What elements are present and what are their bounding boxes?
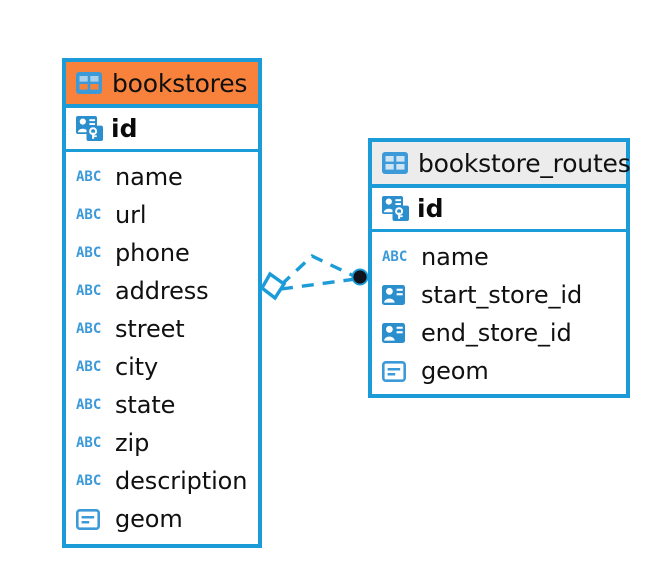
field-row-start-store-id[interactable]: start_store_id [372, 276, 626, 314]
entity-header-bookstores[interactable]: bookstores [66, 62, 258, 108]
field-row-phone[interactable]: ABC phone [66, 234, 258, 272]
text-abc-icon: ABC [76, 169, 102, 185]
text-abc-icon: ABC [382, 249, 408, 265]
field-row-geom[interactable]: geom [66, 500, 258, 538]
primary-key-icon [382, 196, 409, 221]
relationship-target-dot-icon [351, 268, 369, 286]
table-icon [382, 152, 408, 174]
entity-header-bookstore-routes[interactable]: bookstore_routes [372, 142, 631, 188]
field-row-name[interactable]: ABC name [372, 238, 626, 276]
entity-table-bookstore-routes[interactable]: bookstore_routes id ABC [368, 138, 631, 398]
entity-title-bookstore-routes: bookstore_routes [418, 148, 631, 178]
field-row-address[interactable]: ABC address [66, 272, 258, 310]
field-row-street[interactable]: ABC street [66, 310, 258, 348]
field-label-geom: geom [115, 505, 183, 533]
geometry-icon [76, 508, 106, 530]
field-row-geom[interactable]: geom [372, 352, 626, 390]
text-abc-icon: ABC [76, 359, 102, 375]
text-abc-icon: ABC [76, 207, 102, 223]
field-label-name: name [115, 163, 183, 191]
text-abc-icon: ABC [76, 473, 102, 489]
field-row-description[interactable]: ABC description [66, 462, 258, 500]
primary-key-label-bookstore-routes: id [417, 194, 444, 223]
field-label-city: city [115, 353, 159, 381]
field-label-geom: geom [421, 357, 489, 385]
field-row-state[interactable]: ABC state [66, 386, 258, 424]
table-icon [76, 72, 102, 94]
text-abc-icon: ABC [76, 321, 102, 337]
entity-table-bookstores[interactable]: bookstores id ABC [62, 58, 262, 548]
field-row-name[interactable]: ABC name [66, 158, 258, 196]
field-label-url: url [115, 201, 147, 229]
entity-title-bookstores: bookstores [112, 68, 248, 98]
field-row-url[interactable]: ABC url [66, 196, 258, 234]
field-row-zip[interactable]: ABC zip [66, 424, 258, 462]
foreign-key-icon [382, 285, 412, 305]
primary-key-label-bookstores: id [111, 114, 138, 143]
field-row-city[interactable]: ABC city [66, 348, 258, 386]
primary-key-row-bookstores[interactable]: id [66, 108, 258, 152]
field-label-end-store-id: end_store_id [421, 319, 572, 347]
geometry-icon [382, 360, 412, 382]
text-abc-icon: ABC [76, 435, 102, 451]
field-label-zip: zip [115, 429, 150, 457]
field-list-bookstore-routes: ABC name start_store_id [372, 232, 626, 396]
field-label-start-store-id: start_store_id [421, 281, 583, 309]
relationship-source-diamond-icon [259, 271, 287, 301]
foreign-key-icon [382, 323, 412, 343]
text-abc-icon: ABC [76, 397, 102, 413]
relationship-target-dot-core-icon [353, 270, 367, 284]
field-list-bookstores: ABC name ABC url ABC phone ABC address A… [66, 152, 258, 544]
field-label-phone: phone [115, 239, 190, 267]
primary-key-icon [76, 116, 103, 141]
field-label-street: street [115, 315, 185, 343]
relationship-line-upper [279, 253, 357, 287]
field-label-name: name [421, 243, 489, 271]
primary-key-row-bookstore-routes[interactable]: id [372, 188, 626, 232]
text-abc-icon: ABC [76, 283, 102, 299]
field-label-description: description [115, 467, 248, 495]
relationship-line-lower [280, 277, 357, 291]
field-label-state: state [115, 391, 176, 419]
field-label-address: address [115, 277, 209, 305]
field-row-end-store-id[interactable]: end_store_id [372, 314, 626, 352]
text-abc-icon: ABC [76, 245, 102, 261]
